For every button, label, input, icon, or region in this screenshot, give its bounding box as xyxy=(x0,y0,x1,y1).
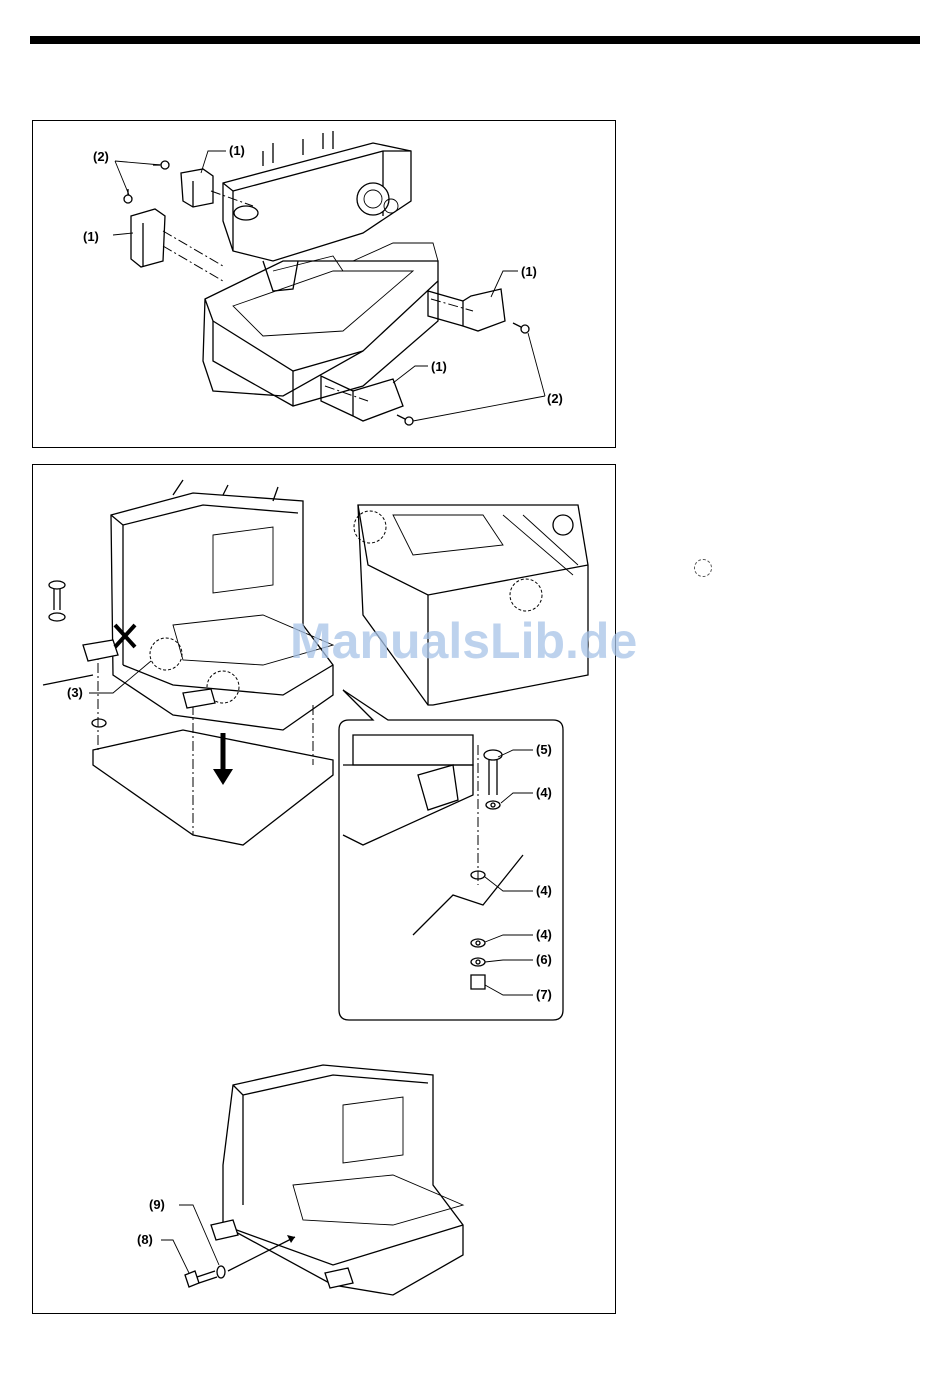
dashed-circle-mark xyxy=(694,559,712,577)
fig1-label-2-top: (2) xyxy=(93,149,109,164)
figure-bracket-installation-drawing: (2) (1) (1) (1) (1) (2) xyxy=(33,121,617,449)
detail-label-7: (7) xyxy=(536,987,552,1002)
fig1-label-1-front: (1) xyxy=(431,359,447,374)
figure-machine-mounting: (3) (5) (4) (4) xyxy=(32,464,616,1314)
fig1-label-1-left: (1) xyxy=(83,229,99,244)
header-rule xyxy=(30,36,920,44)
fig1-label-1-right: (1) xyxy=(521,264,537,279)
fig2-label-3: (3) xyxy=(67,685,83,700)
figure-bracket-installation: (2) (1) (1) (1) (1) (2) xyxy=(32,120,616,448)
watermark: ManualsLib.de xyxy=(290,612,637,670)
fig3-label-9: (9) xyxy=(149,1197,165,1212)
fig1-label-1-top: (1) xyxy=(229,143,245,158)
fig3-label-8: (8) xyxy=(137,1232,153,1247)
detail-label-6: (6) xyxy=(536,952,552,967)
detail-label-5: (5) xyxy=(536,742,552,757)
detail-label-4b: (4) xyxy=(536,883,552,898)
detail-label-4c: (4) xyxy=(536,927,552,942)
detail-label-4a: (4) xyxy=(536,785,552,800)
figure-machine-mounting-drawing: (3) (5) (4) (4) xyxy=(33,465,617,1315)
fig1-label-2-right: (2) xyxy=(547,391,563,406)
